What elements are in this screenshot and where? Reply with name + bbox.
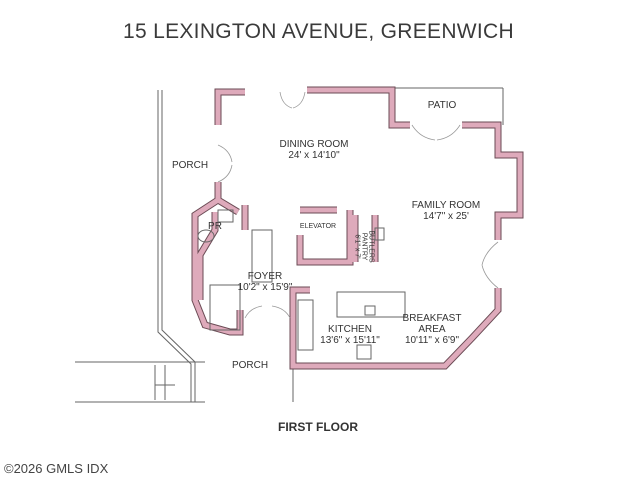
room-elevator: ELEVATOR — [299, 223, 337, 230]
listing-title: 15 LEXINGTON AVENUE, GREENWICH — [123, 20, 514, 43]
copyright: ©2026 GMLS IDX — [4, 461, 109, 476]
room-size: 10'11" x 6'9" — [404, 335, 460, 346]
room-name: FAMILY ROOM — [411, 200, 481, 211]
room-patio: PATIO — [427, 100, 457, 111]
room-size: 24' x 14'10" — [288, 150, 340, 161]
room-porch-front: PORCH — [231, 360, 269, 371]
porch-outline — [75, 87, 504, 403]
room-size: 14'7" x 25' — [423, 211, 469, 222]
room-name: BUTLERS PANTRY — [360, 230, 375, 263]
stairs — [251, 229, 273, 283]
room-powder: PR — [208, 221, 222, 232]
floor-label: FIRST FLOOR — [278, 420, 358, 434]
room-name: BREAKFAST AREA — [402, 313, 462, 335]
room-name: KITCHEN — [328, 324, 372, 335]
room-name: FOYER — [247, 271, 283, 282]
room-size: 6'1" x 7' — [353, 234, 361, 259]
doors — [217, 91, 499, 319]
cooktop — [356, 344, 372, 360]
fixtures — [197, 209, 406, 360]
room-butlers-pantry: BUTLERS PANTRY 6'1" x 7' — [354, 227, 375, 267]
room-name: DINING ROOM — [279, 139, 349, 150]
walls — [191, 86, 524, 370]
room-size: 10'2" x 15'9" — [237, 282, 293, 293]
room-porch-left: PORCH — [171, 160, 209, 171]
room-size: 13'6" x 15'11" — [320, 335, 380, 346]
kitchen-island — [336, 291, 406, 318]
